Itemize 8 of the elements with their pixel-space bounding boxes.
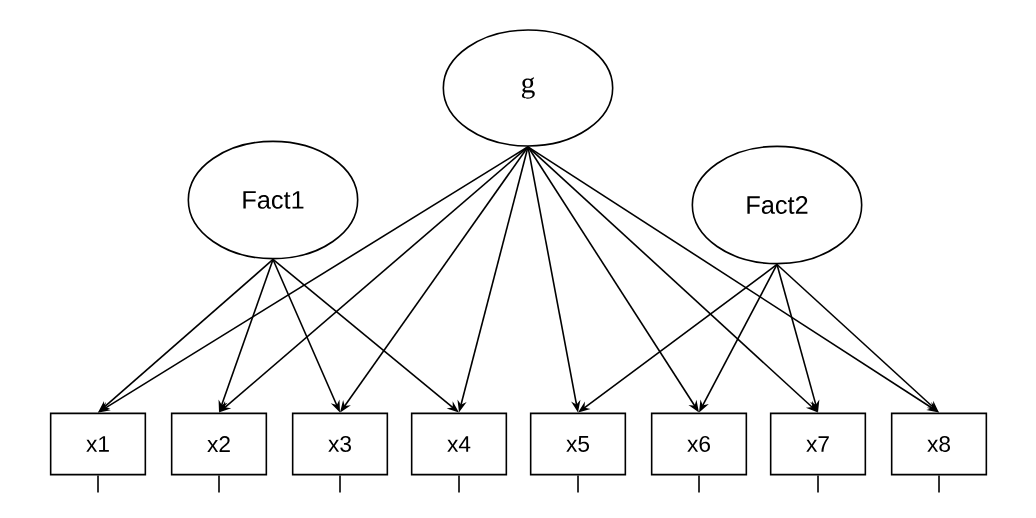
- observed-box: x3: [291, 412, 389, 476]
- observed-box: x5: [529, 412, 627, 476]
- observed-box: x1: [49, 412, 147, 476]
- observed-box: x8: [890, 412, 988, 476]
- observed-box: x6: [650, 412, 748, 476]
- observed-box: x4: [410, 412, 508, 476]
- observed-box: x7: [769, 412, 867, 476]
- observed-box: x2: [170, 412, 268, 476]
